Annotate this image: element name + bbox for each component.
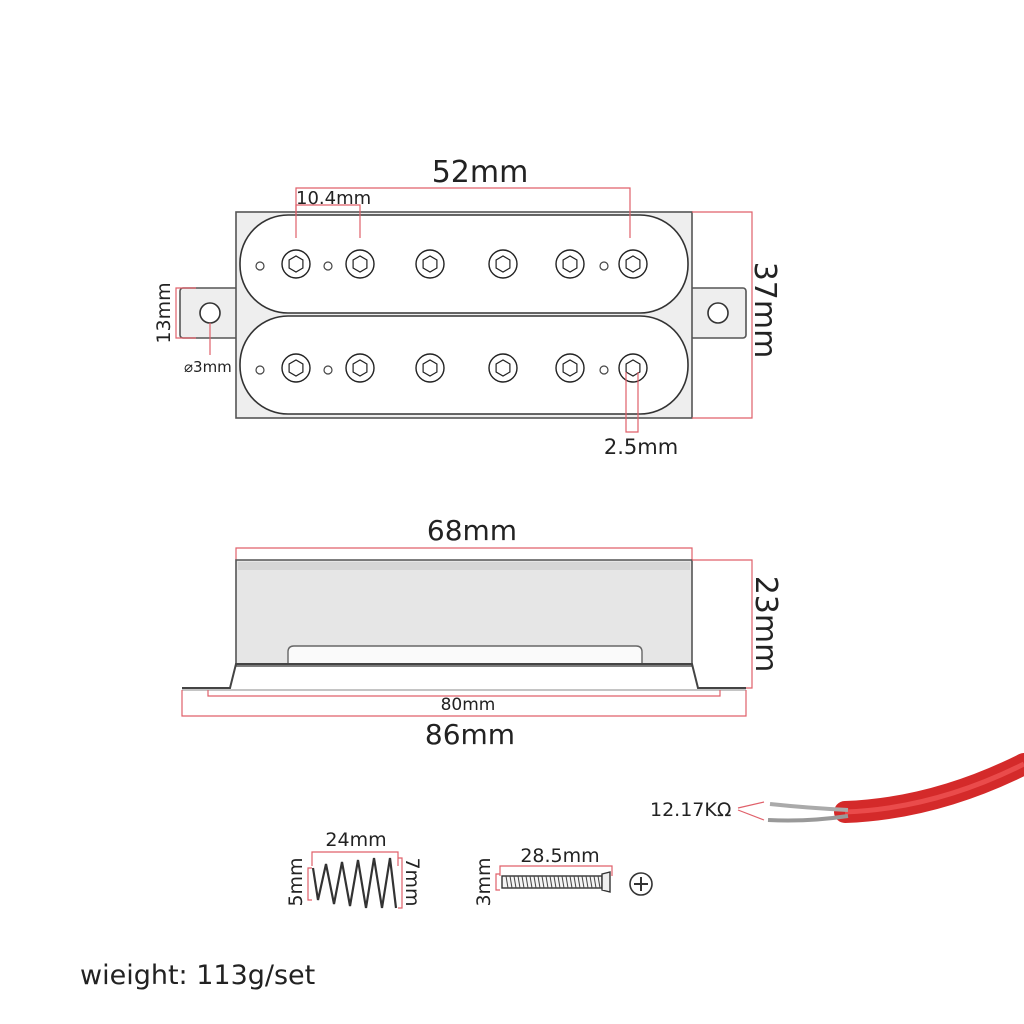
top-view: 52mm 10.4mm 37mm 13mm ⌀3mm 2.5mm (153, 155, 782, 459)
resistance-leader-lower (737, 809, 765, 821)
screw-threads (505, 875, 601, 889)
pole-span-label: 52mm (432, 155, 529, 190)
ear-height-label: 13mm (153, 282, 175, 343)
resistance-label: 12.17KΩ (650, 799, 731, 821)
lead-wire: 12.17KΩ (650, 753, 1024, 823)
lower-hex-socket-1 (288, 359, 304, 377)
screw-head (601, 871, 611, 893)
side-height-label: 23mm (748, 576, 783, 673)
lower-hex-socket-4 (495, 359, 511, 377)
cover-length-label: 68mm (427, 514, 517, 547)
screw-thread (549, 875, 553, 889)
screw-thread (597, 875, 601, 889)
upper-hex-socket-5 (562, 255, 578, 273)
pole-diameter-label: 2.5mm (604, 435, 678, 459)
screw-thread (569, 875, 573, 889)
screw-thread (513, 875, 517, 889)
cover-length-dimension-line (235, 547, 693, 560)
side-height-dimension-line (692, 559, 753, 689)
wire-highlight (844, 761, 1024, 815)
right-mount-hole (707, 302, 729, 324)
spring-large-diameter-line (398, 857, 403, 909)
screw-thread (529, 875, 533, 889)
screw-thread (541, 875, 545, 889)
spring-length-label: 24mm (325, 829, 386, 851)
screw-thread (589, 875, 593, 889)
upper-coil (239, 214, 689, 314)
screw-thread (517, 875, 521, 889)
spring-small-diameter-line (307, 867, 312, 901)
screw-thread (561, 875, 565, 889)
base-slot (287, 645, 643, 665)
lower-hex-socket-5 (562, 359, 578, 377)
screw-thread (545, 875, 549, 889)
mount-holes-label: 80mm (441, 695, 496, 715)
upper-screw-dot-2 (323, 261, 333, 271)
pole-diameter-dimension-line (625, 372, 639, 433)
screw-thread (533, 875, 537, 889)
height-dimension-line (692, 211, 753, 419)
upper-hex-socket-1 (288, 255, 304, 273)
screw-diameter-label: 3mm (473, 857, 495, 906)
lower-screw-dot-2 (323, 365, 333, 375)
wire-strand-upper (769, 802, 849, 812)
pole-spacing-dimension-line (295, 204, 361, 238)
spring-large-diameter-label: 7mm (401, 857, 423, 906)
pole-spacing-label: 10.4mm (296, 188, 371, 209)
total-length-dimension-line (181, 690, 747, 717)
mount-holes-dimension-line (207, 690, 721, 697)
upper-pole-row (255, 249, 648, 279)
screw-thread (581, 875, 585, 889)
lower-coil (239, 315, 689, 415)
screw-length-dimension-line (499, 865, 613, 876)
weight-label: wieight: 113g/set (80, 960, 315, 991)
wire-strand-lower (767, 814, 849, 823)
screw-thread (509, 875, 513, 889)
screw-thread (573, 875, 577, 889)
spring-part: 24mm 5mm 7mm (285, 829, 423, 909)
side-view: 68mm 23mm 80mm 86mm (181, 514, 783, 751)
spring-length-dimension-line (311, 851, 399, 866)
lower-hex-socket-2 (352, 359, 368, 377)
upper-hex-socket-2 (352, 255, 368, 273)
total-length-label: 86mm (425, 718, 515, 751)
screw-diameter-line (495, 873, 500, 891)
lower-hex-socket-3 (422, 359, 438, 377)
screw-length-label: 28.5mm (520, 845, 599, 867)
screw-thread (577, 875, 581, 889)
cover-top-edge (238, 562, 690, 570)
upper-hex-socket-3 (422, 255, 438, 273)
screw-part: 28.5mm 3mm (473, 845, 653, 907)
lower-screw-dot-1 (255, 365, 265, 375)
base-flange (182, 663, 746, 689)
left-mount-hole (199, 302, 221, 324)
screw-thread (585, 875, 589, 889)
screw-thread (553, 875, 557, 889)
screw-thread (565, 875, 569, 889)
lower-hex-socket-6 (625, 359, 641, 377)
screw-thread (505, 875, 509, 889)
upper-hex-socket-6 (625, 255, 641, 273)
spring-small-diameter-label: 5mm (285, 857, 307, 906)
screw-thread (525, 875, 529, 889)
hole-diameter-label: ⌀3mm (184, 358, 232, 376)
ear-dimension-line (175, 287, 196, 339)
spring-coil (311, 857, 398, 909)
lower-screw-dot-3 (599, 365, 609, 375)
upper-screw-dot-3 (599, 261, 609, 271)
wire-insulation (834, 753, 1024, 823)
screw-thread (593, 875, 597, 889)
height-label: 37mm (747, 262, 782, 359)
upper-hex-socket-4 (495, 255, 511, 273)
resistance-leader-upper (737, 801, 765, 809)
screw-thread (521, 875, 525, 889)
screw-thread (537, 875, 541, 889)
upper-screw-dot-1 (255, 261, 265, 271)
screw-thread (557, 875, 561, 889)
